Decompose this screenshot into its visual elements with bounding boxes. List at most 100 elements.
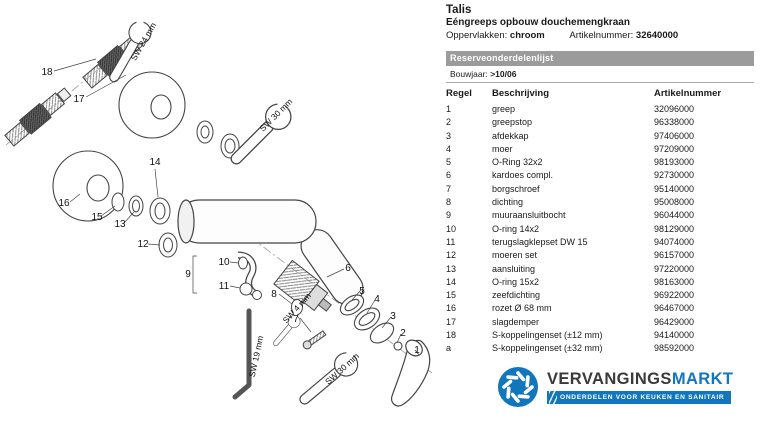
callout-8: 8: [271, 289, 277, 300]
bouwjaar-label: Bouwjaar:: [450, 69, 488, 79]
part-artikelnummer: 95140000: [654, 183, 695, 194]
part-regel: 4: [446, 143, 452, 154]
callout-7: 7: [293, 314, 299, 325]
part-artikelnummer: 96429000: [654, 316, 695, 327]
part-artikelnummer: 96467000: [654, 303, 695, 314]
valve-small-parts: [238, 256, 303, 315]
part-artikelnummer: 96157000: [654, 250, 695, 261]
part-regel: 14: [446, 276, 457, 287]
table-row: 9 muuraansluitbocht 96044000: [446, 209, 754, 222]
wall-elbow-icon: [237, 251, 261, 299]
column-header-artikelnummer: Artikelnummer: [654, 88, 722, 99]
table-row: 16 rozet Ø 68 mm 96467000: [446, 302, 754, 315]
part-artikelnummer: 94140000: [654, 330, 695, 341]
part-beschrijving: kardoes compl.: [492, 170, 554, 181]
part-beschrijving: borgschroef: [492, 183, 540, 194]
part-beschrijving: aansluiting: [492, 263, 536, 274]
part-regel: 17: [446, 316, 457, 327]
part-artikelnummer: 96044000: [654, 210, 695, 221]
part-beschrijving: rozet Ø 68 mm: [492, 303, 552, 314]
part-regel: a: [446, 343, 452, 354]
callout-3: 3: [390, 311, 396, 322]
part-beschrijving: dichting: [492, 197, 524, 208]
table-row: 10 O-ring 14x2 98129000: [446, 223, 754, 236]
part-regel: 3: [446, 130, 452, 141]
part-regel: 5: [446, 157, 452, 168]
callout-16: 16: [58, 198, 70, 209]
part-artikelnummer: 94074000: [654, 236, 695, 247]
part-beschrijving: S-koppelingenset (±12 mm): [492, 330, 603, 341]
table-row: 13 aansluiting 97220000: [446, 263, 754, 276]
stack-rings: [339, 294, 403, 351]
part-artikelnummer: 32096000: [654, 104, 695, 114]
table-row: 7 borgschroef 95140000: [446, 183, 754, 196]
surface-value: chroom: [509, 30, 545, 41]
part-regel: 10: [446, 223, 457, 234]
part-beschrijving: zeefdichting: [492, 290, 541, 301]
seal-and-nut-parts: [111, 120, 240, 258]
brand-wordmark: VERVANGINGSMARKT: [547, 369, 734, 388]
part-regel: 7: [446, 183, 452, 194]
callout-15: 15: [91, 212, 103, 223]
lever-handle: [391, 339, 431, 407]
part-regel: 16: [446, 303, 457, 314]
part-artikelnummer: 96338000: [654, 117, 695, 128]
part-beschrijving: terugslagklepset DW 15: [492, 236, 588, 247]
callout-14: 14: [149, 157, 161, 168]
part-beschrijving: O-ring 14x2: [492, 223, 540, 234]
part-beschrijving: O-Ring 32x2: [492, 157, 543, 168]
part-beschrijving: greep: [492, 104, 516, 114]
callout-9: 9: [185, 269, 191, 280]
table-row: 12 moeren set 96157000: [446, 249, 754, 262]
brand-part2: MARKT: [671, 369, 734, 388]
vervangingsmarkt-logo: VERVANGINGSMARKT ONDERDELEN VOOR KEUKEN …: [497, 366, 733, 408]
table-header-row: Regel Beschrijving Artikelnummer: [446, 88, 754, 103]
table-row: 18 S-koppelingenset (±12 mm) 94140000: [446, 329, 754, 342]
part-regel: 8: [446, 197, 452, 208]
part-regel: 18: [446, 330, 457, 341]
callout-2: 2: [400, 328, 406, 339]
brand-part1: VERVANGINGS: [547, 369, 672, 388]
article-label: Artikelnummer:: [569, 30, 634, 41]
part-beschrijving: moer: [492, 143, 513, 154]
table-row: 5 O-Ring 32x2 98193000: [446, 156, 754, 169]
part-beschrijving: muuraansluitbocht: [492, 210, 566, 221]
escutcheon-disc-bottom: [52, 150, 124, 222]
part-artikelnummer: 98129000: [654, 223, 695, 234]
part-artikelnummer: 96922000: [654, 290, 695, 301]
part-regel: 13: [446, 263, 457, 274]
section-bar: Reserveonderdelenlijst: [446, 51, 754, 66]
column-header-beschrijving: Beschrijving: [492, 88, 550, 99]
part-beschrijving: moeren set: [492, 250, 538, 261]
part-beschrijving: O-ring 15x2: [492, 276, 540, 287]
part-beschrijving: slagdemper: [492, 316, 540, 327]
callout-11: 11: [219, 281, 230, 292]
product-meta: Oppervlakken: chroom Artikelnummer: 3264…: [446, 30, 754, 42]
part-regel: 9: [446, 210, 452, 221]
surface-label: Oppervlakken:: [446, 30, 508, 41]
cartridge-icon: [273, 259, 332, 312]
product-subtitle: Eéngreeps opbouw douchemengkraan: [446, 17, 630, 28]
table-row: 17 slagdemper 96429000: [446, 316, 754, 329]
part-regel: 12: [446, 250, 457, 261]
column-header-regel: Regel: [446, 88, 472, 99]
screw-icon: [302, 330, 327, 350]
part-regel: 2: [446, 117, 452, 128]
part-artikelnummer: 98193000: [654, 157, 695, 168]
exploded-parts-diagram: 18 17 16 15 13 14 12 9 10 11 8 7 6 5 4 3…: [4, 11, 433, 412]
brand-tagline: ONDERDELEN VOOR KEUKEN EN SANITAIR: [547, 390, 732, 404]
part-artikelnummer: 97220000: [654, 263, 695, 274]
callout-leader-lines: [53, 58, 420, 356]
callout-4: 4: [374, 294, 380, 305]
callout-12: 12: [137, 239, 149, 250]
